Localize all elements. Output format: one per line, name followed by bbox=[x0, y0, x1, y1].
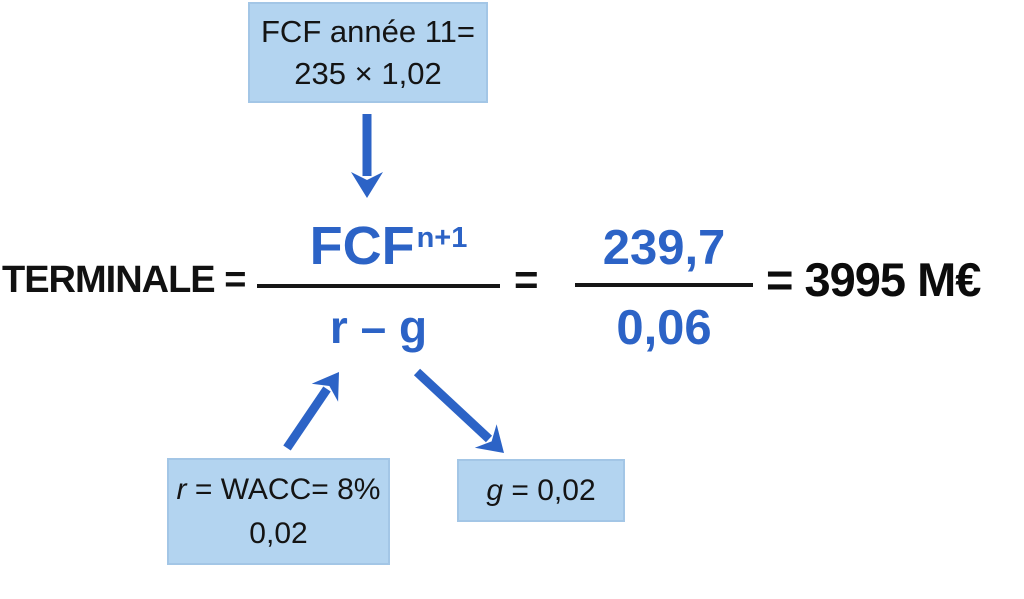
fraction-bar bbox=[575, 283, 753, 287]
equals-sign-2: = bbox=[514, 256, 539, 303]
up-right-arrow-icon bbox=[283, 372, 339, 451]
down-right-arrow-icon bbox=[413, 368, 504, 453]
r-wacc-line1: r = WACC= 8% bbox=[177, 468, 381, 512]
fraction-symbolic-denominator: r – g bbox=[329, 301, 428, 353]
fcf-label: FCF bbox=[309, 216, 415, 276]
g-growth-line: g = 0,02 bbox=[486, 474, 595, 508]
fraction-numeric-numerator: 239,7 bbox=[602, 221, 726, 275]
fcf-subscript: n+1 bbox=[416, 222, 468, 254]
formula-lhs-text: TERMINALE bbox=[2, 259, 216, 301]
r-wacc-text: = WACC= 8% bbox=[186, 472, 381, 506]
down-arrow-icon bbox=[351, 114, 383, 198]
equals-sign-1: = bbox=[224, 259, 246, 301]
fcf-year11-line1: FCF année 11= bbox=[261, 13, 475, 49]
fcf-year11-line2: 235 × 1,02 bbox=[294, 55, 442, 91]
fcf-year11-box: FCF année 11= 235 × 1,02 bbox=[248, 2, 488, 103]
r-wacc-line2: 0,02 bbox=[249, 516, 308, 550]
fraction-bar bbox=[257, 284, 500, 288]
r-variable: r bbox=[176, 472, 187, 506]
fraction-numeric-denominator: 0,06 bbox=[616, 301, 712, 355]
g-growth-box: g = 0,02 bbox=[457, 459, 625, 522]
r-wacc-box: r = WACC= 8% 0,02 bbox=[167, 458, 390, 565]
result-value: 3995 M€ bbox=[804, 253, 982, 306]
g-variable: g bbox=[486, 473, 504, 507]
formula-lhs: TERMINALE = bbox=[2, 259, 246, 302]
formula-result: = 3995 M€ bbox=[766, 252, 982, 307]
g-growth-text: = 0,02 bbox=[503, 473, 596, 507]
fraction-numeric: 239,7 0,06 bbox=[575, 203, 753, 359]
equals-sign-3: = bbox=[766, 253, 793, 306]
